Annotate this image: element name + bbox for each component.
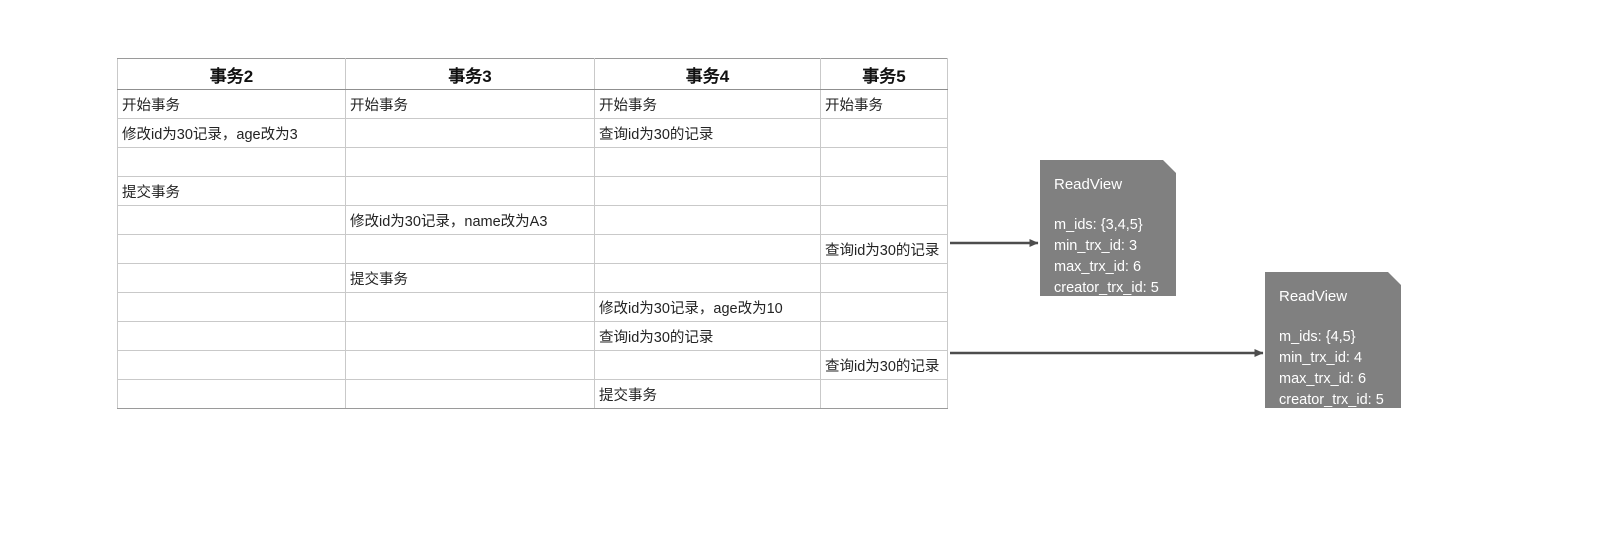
table-row <box>117 147 948 177</box>
cell-txn5: 查询id为30的记录 <box>820 234 948 264</box>
cell-txn4: 查询id为30的记录 <box>594 118 821 148</box>
cell-txn3 <box>345 379 595 409</box>
cell-txn4 <box>594 205 821 235</box>
cell-txn4 <box>594 147 821 177</box>
column-header-txn5: 事务5 <box>820 58 948 90</box>
readview-note-1-max-trx-id: max_trx_id: 6 <box>1054 259 1142 275</box>
cell-txn5 <box>820 263 948 293</box>
cell-txn4: 修改id为30记录，age改为10 <box>594 292 821 322</box>
cell-txn3 <box>345 147 595 177</box>
column-header-txn4: 事务4 <box>594 58 821 90</box>
table-row: 开始事务 开始事务 开始事务 开始事务 <box>117 89 948 119</box>
cell-txn4 <box>594 263 821 293</box>
table-row: 修改id为30记录，age改为3 查询id为30的记录 <box>117 118 948 148</box>
transaction-timeline-table: 事务2 事务3 事务4 事务5 开始事务 开始事务 开始事务 开始事务 修改id… <box>117 58 948 409</box>
cell-txn5: 查询id为30的记录 <box>820 350 948 380</box>
readview-note-2: ReadView m_ids: {4,5} min_trx_id: 4 max_… <box>1265 272 1401 408</box>
cell-txn3 <box>345 350 595 380</box>
readview-note-1-min-trx-id: min_trx_id: 3 <box>1054 238 1138 254</box>
cell-txn5: 开始事务 <box>820 89 948 119</box>
readview-note-1-m-ids: m_ids: {3,4,5} <box>1054 217 1143 233</box>
cell-txn2: 开始事务 <box>117 89 346 119</box>
readview-note-2-title: ReadView <box>1279 288 1348 305</box>
cell-txn4 <box>594 350 821 380</box>
readview-note-1-title: ReadView <box>1054 176 1123 193</box>
cell-txn2: 提交事务 <box>117 176 346 206</box>
cell-txn5 <box>820 147 948 177</box>
readview-note-2-max-trx-id: max_trx_id: 6 <box>1279 371 1367 387</box>
cell-txn3 <box>345 176 595 206</box>
cell-txn2 <box>117 292 346 322</box>
cell-txn3 <box>345 234 595 264</box>
cell-txn2 <box>117 263 346 293</box>
cell-txn2 <box>117 321 346 351</box>
cell-txn2 <box>117 350 346 380</box>
cell-txn5 <box>820 176 948 206</box>
cell-txn3 <box>345 321 595 351</box>
table-row: 提交事务 <box>117 176 948 206</box>
cell-txn3 <box>345 118 595 148</box>
cell-txn5 <box>820 205 948 235</box>
cell-txn2 <box>117 379 346 409</box>
table-row: 查询id为30的记录 <box>117 321 948 351</box>
table-row: 修改id为30记录，age改为10 <box>117 292 948 322</box>
column-header-txn2: 事务2 <box>117 58 346 90</box>
cell-txn5 <box>820 292 948 322</box>
readview-note-1: ReadView m_ids: {3,4,5} min_trx_id: 3 ma… <box>1040 160 1176 296</box>
cell-txn2 <box>117 205 346 235</box>
cell-txn3: 提交事务 <box>345 263 595 293</box>
cell-txn4: 提交事务 <box>594 379 821 409</box>
readview-note-2-creator-trx-id: creator_trx_id: 5 <box>1279 392 1384 408</box>
table-row: 查询id为30的记录 <box>117 234 948 264</box>
table-row: 查询id为30的记录 <box>117 350 948 380</box>
readview-note-2-min-trx-id: min_trx_id: 4 <box>1279 350 1363 366</box>
cell-txn2 <box>117 234 346 264</box>
cell-txn3: 开始事务 <box>345 89 595 119</box>
column-header-txn3: 事务3 <box>345 58 595 90</box>
readview-note-1-creator-trx-id: creator_trx_id: 5 <box>1054 280 1159 296</box>
readview-note-2-m-ids: m_ids: {4,5} <box>1279 329 1356 345</box>
cell-txn4 <box>594 234 821 264</box>
cell-txn4 <box>594 176 821 206</box>
cell-txn2 <box>117 147 346 177</box>
table-row: 提交事务 <box>117 379 948 409</box>
cell-txn2: 修改id为30记录，age改为3 <box>117 118 346 148</box>
cell-txn4: 查询id为30的记录 <box>594 321 821 351</box>
table-row: 提交事务 <box>117 263 948 293</box>
table-row: 修改id为30记录，name改为A3 <box>117 205 948 235</box>
cell-txn4: 开始事务 <box>594 89 821 119</box>
cell-txn5 <box>820 379 948 409</box>
table-header-row: 事务2 事务3 事务4 事务5 <box>117 58 948 90</box>
cell-txn5 <box>820 118 948 148</box>
cell-txn3: 修改id为30记录，name改为A3 <box>345 205 595 235</box>
cell-txn5 <box>820 321 948 351</box>
cell-txn3 <box>345 292 595 322</box>
